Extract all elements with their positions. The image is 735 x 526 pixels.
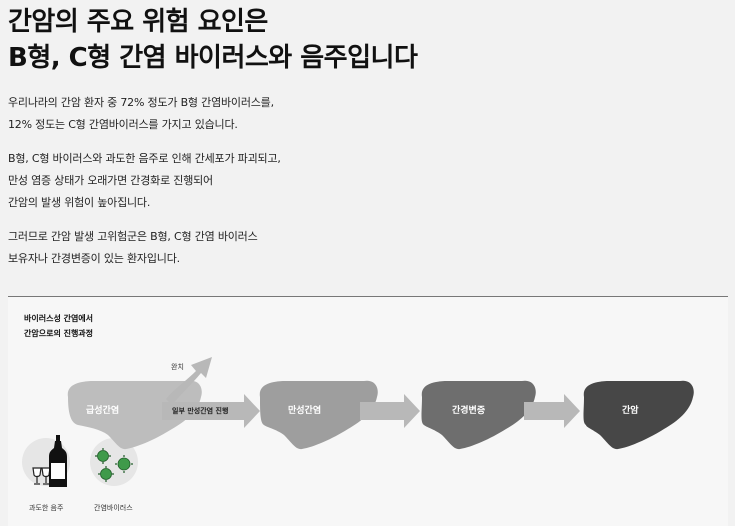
- stage-cancer-label: 간암: [622, 406, 639, 416]
- body-text: 우리나라의 간암 환자 중 72% 정도가 B형 간염바이러스를, 12% 정도…: [8, 92, 708, 282]
- stage-chronic-label: 만성간염: [288, 406, 322, 416]
- progression-diagram: 바이러스성 간염에서 간암으로의 진행과정: [8, 297, 728, 526]
- section-divider: [8, 296, 728, 297]
- paragraph-line: 그러므로 간암 발생 고위험군은 B형, C형 간염 바이러스: [8, 230, 258, 243]
- title-line-2: B형, C형 간염 바이러스와 음주입니다: [8, 43, 418, 73]
- virus-icon: [95, 448, 133, 482]
- title-line-1: 간암의 주요 위험 요인은: [8, 7, 268, 37]
- paragraph: 그러므로 간암 발생 고위험군은 B형, C형 간염 바이러스 보유자나 간경변…: [8, 226, 708, 270]
- paragraph: 우리나라의 간암 환자 중 72% 정도가 B형 간염바이러스를, 12% 정도…: [8, 92, 708, 136]
- paragraph-line: 우리나라의 간암 환자 중 72% 정도가 B형 간염바이러스를,: [8, 96, 274, 109]
- liver-cancer-shape: [583, 380, 694, 450]
- cure-label: 완치: [171, 363, 184, 371]
- paragraph: B형, C형 바이러스와 과도한 음주로 인해 간세포가 파괴되고, 만성 염증…: [8, 148, 708, 214]
- paragraph-line: 보유자나 간경변증이 있는 환자입니다.: [8, 252, 180, 265]
- cure-arrow: [166, 357, 212, 405]
- partial-progression-label: 일부 만성간염 진행: [172, 407, 229, 415]
- stage-acute-label: 급성간염: [86, 406, 120, 416]
- cirrhosis-cancer-arrow: [524, 394, 580, 428]
- paragraph-line: 간암의 발생 위험이 높아집니다.: [8, 196, 151, 209]
- diagram-title-line-1: 바이러스성 간염에서: [24, 314, 94, 323]
- virus-label: 간염바이러스: [94, 504, 133, 512]
- chronic-cirrhosis-arrow: [360, 394, 420, 428]
- liver-chronic-shape: [259, 380, 378, 450]
- diagram-title: 바이러스성 간염에서 간암으로의 진행과정: [24, 311, 93, 341]
- paragraph-line: 12% 정도는 C형 간염바이러스를 가지고 있습니다.: [8, 118, 238, 131]
- liver-cirrhosis-shape: [421, 380, 536, 450]
- stage-cirrhosis-label: 간경변증: [452, 406, 486, 416]
- paragraph-line: 만성 염증 상태가 오래가면 간경화로 진행되어: [8, 174, 213, 187]
- paragraph-line: B형, C형 바이러스와 과도한 음주로 인해 간세포가 파괴되고,: [8, 152, 281, 165]
- diagram-graphics: [22, 357, 694, 487]
- acute-chronic-arrow: [162, 394, 260, 428]
- alcohol-label: 과도한 음주: [29, 504, 64, 512]
- diagram-title-line-2: 간암으로의 진행과정: [24, 329, 94, 338]
- wine-glass-icon: [32, 467, 51, 485]
- page-title: 간암의 주요 위험 요인은 B형, C형 간염 바이러스와 음주입니다: [8, 4, 728, 76]
- bottle-icon: [49, 435, 67, 487]
